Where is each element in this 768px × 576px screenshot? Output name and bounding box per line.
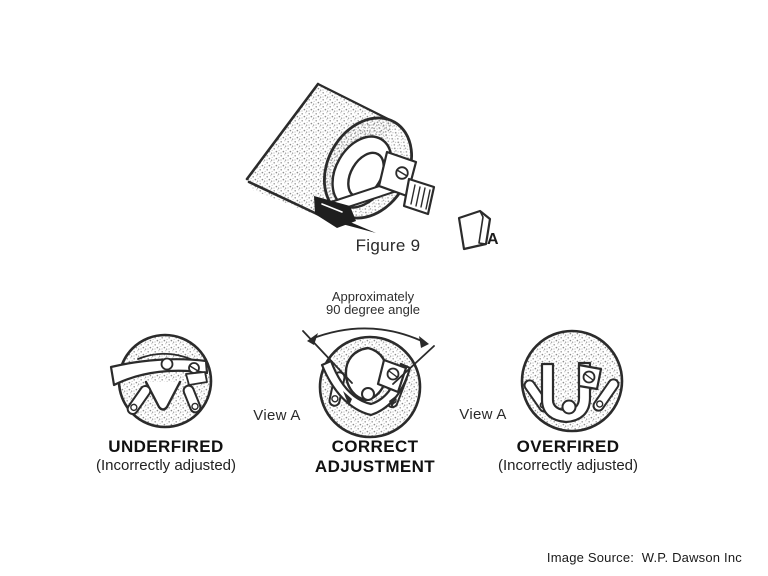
view-a-label-right: View A (459, 406, 507, 423)
part-a-label: A (487, 231, 499, 248)
part-a-shape (457, 209, 492, 251)
angle-annotation: Approximately 90 degree angle (293, 290, 453, 316)
underfired-label-block: UNDERFIRED (Incorrectly adjusted) (66, 437, 266, 474)
overfired-label-block: OVERFIRED (Incorrectly adjusted) (468, 437, 668, 474)
angle-annotation-line2: 90 degree angle (326, 302, 420, 317)
underfired-view-drawing (109, 333, 213, 429)
correct-adjustment-label-block: CORRECT ADJUSTMENT (275, 437, 475, 477)
figure9-caption: Figure 9 (355, 236, 421, 255)
angle-annotation-line1: Approximately (331, 289, 415, 304)
overfired-subtitle: (Incorrectly adjusted) (497, 457, 639, 474)
underfired-title: UNDERFIRED (108, 437, 224, 456)
overfired-title: OVERFIRED (516, 437, 620, 456)
underfired-subtitle: (Incorrectly adjusted) (95, 457, 237, 474)
image-source-credit: Image Source: W.P. Dawson Inc (546, 550, 742, 565)
overfired-view-drawing (520, 329, 624, 433)
view-a-label-left: View A (253, 407, 301, 424)
correct-adjustment-view-drawing (302, 327, 435, 439)
correct-title-line2: ADJUSTMENT (314, 457, 436, 476)
angle-arc (302, 327, 435, 385)
correct-title-line1: CORRECT (331, 437, 419, 456)
burner-tube-illustration (245, 82, 436, 233)
